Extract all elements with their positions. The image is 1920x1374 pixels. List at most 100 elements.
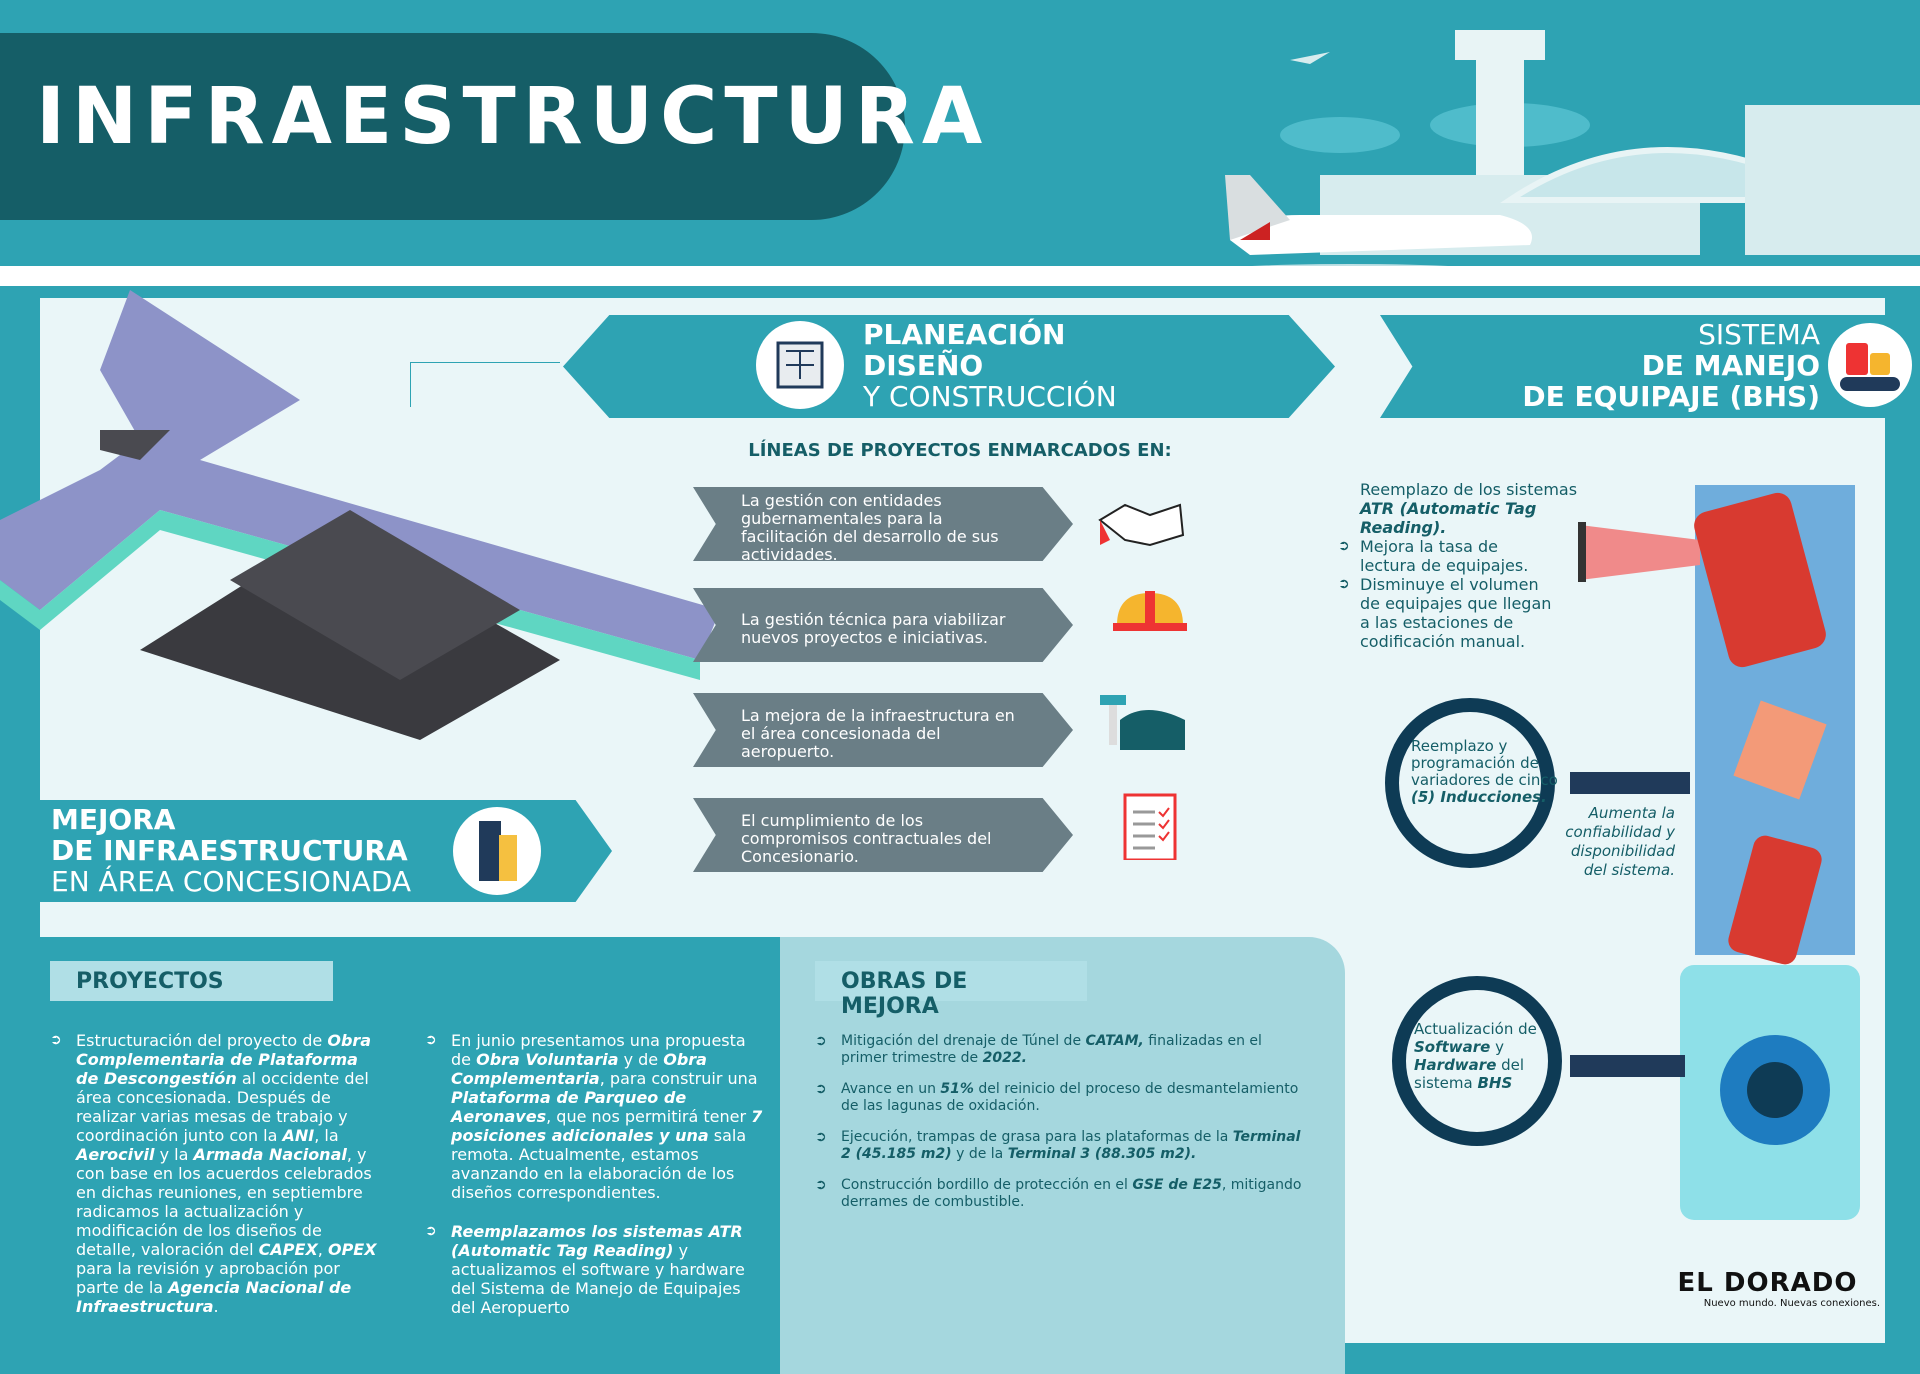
- hard-hat-icon: [1113, 591, 1187, 631]
- text-segment: Ejecución, trampas de grasa para las pla…: [841, 1129, 1233, 1145]
- emphasis-text: Agencia Nacional de Infraestructura: [76, 1278, 352, 1316]
- title-pill: [0, 33, 905, 220]
- text-segment: , y con base en los acuerdos celebrados …: [76, 1145, 372, 1259]
- emphasis-text: BHS: [1477, 1074, 1513, 1092]
- emphasis-text: 51%: [940, 1081, 974, 1097]
- linea-item: El cumplimiento de los compromisos contr…: [693, 798, 1073, 872]
- lineas-title: LÍNEAS DE PROYECTOS ENMARCADOS EN:: [748, 440, 1172, 461]
- emphasis-text: Obra Complementaria de Plataforma de Des…: [76, 1031, 372, 1088]
- atr-bullet: Mejora la tasa de lectura de equipajes.: [1338, 537, 1558, 575]
- text-segment: Construcción bordillo de protección en e…: [841, 1177, 1133, 1193]
- linea-item: La gestión técnica para viabilizar nuevo…: [693, 588, 1073, 662]
- emphasis-text: Terminal 2 (45.185 m2): [841, 1129, 1301, 1162]
- obras-section: OBRAS DE MEJORA Mitigación del drenaje d…: [780, 937, 1345, 1374]
- mejora-banner: MEJORA DE INFRAESTRUCTURA EN ÁREA CONCES…: [5, 800, 612, 902]
- plan-line1: PLANEACIÓN: [863, 318, 1066, 351]
- emphasis-text: Hardware: [1414, 1056, 1497, 1074]
- text-segment: .: [213, 1297, 219, 1316]
- emphasis-text: ANI: [282, 1126, 315, 1145]
- proyecto-item: En junio presentamos una propuesta de Ob…: [425, 1031, 765, 1202]
- mejora-line1: MEJORA: [51, 803, 176, 836]
- emphasis-text: 2022.: [982, 1049, 1027, 1066]
- emphasis-text: Aerocivil: [76, 1145, 155, 1164]
- bhs-conveyor-illustration: [1570, 485, 1860, 1220]
- blueprint-icon: [756, 321, 844, 409]
- emphasis-text: 7 posiciones adicionales y una: [451, 1107, 763, 1145]
- emphasis-text: Armada Nacional: [193, 1145, 347, 1164]
- emphasis-text: GSE de E25: [1132, 1177, 1222, 1193]
- mejora-line2: DE INFRAESTRUCTURA: [51, 834, 408, 867]
- obras-label: OBRAS DE MEJORA: [815, 961, 1087, 1019]
- connector-line: [410, 362, 560, 363]
- page-title: INFRAESTRUCTURA: [36, 72, 990, 162]
- bhs-line3: DE EQUIPAJE (BHS): [1522, 380, 1820, 413]
- emphasis-text: Obra Voluntaria: [476, 1050, 619, 1069]
- proyecto-item: Estructuración del proyecto de Obra Comp…: [50, 1031, 380, 1316]
- text-segment: ,: [317, 1240, 328, 1259]
- text-segment: , que nos permitirá tener: [546, 1107, 752, 1126]
- proyecto-item: Reemplazamos los sistemas ATR (Automatic…: [425, 1222, 765, 1317]
- text-segment: y de: [618, 1050, 664, 1069]
- airport-building-icon: [1100, 695, 1185, 750]
- text-segment: y de la: [951, 1145, 1008, 1162]
- emphasis-text: CAPEX: [258, 1240, 318, 1259]
- divider: [0, 266, 1920, 286]
- linea-text: El cumplimiento de los compromisos contr…: [741, 811, 992, 866]
- emphasis-text: (5) Inducciones.: [1411, 788, 1547, 806]
- text-segment: Reemplazo y programación de variadores d…: [1411, 737, 1558, 789]
- emphasis-text: CATAM,: [1085, 1033, 1144, 1049]
- text-segment: del sistema: [1414, 1056, 1525, 1092]
- text-segment: Mitigación del drenaje de Túnel de: [841, 1033, 1086, 1049]
- emphasis-text: OPEX: [327, 1240, 377, 1259]
- building-icon: [453, 807, 541, 895]
- connector-line: [410, 362, 411, 407]
- linea-text: La gestión con entidades gubernamentales…: [741, 491, 999, 564]
- bhs-line2: DE MANEJO: [1641, 349, 1820, 382]
- software-text: Actualización de Software y Hardware del…: [1414, 1020, 1559, 1092]
- obra-item: Ejecución, trampas de grasa para las pla…: [815, 1129, 1305, 1162]
- bhs-banner: SISTEMA DE MANEJO DE EQUIPAJE (BHS): [1380, 315, 1920, 418]
- emphasis-text: Reemplazamos los sistemas ATR (Automatic…: [451, 1222, 743, 1260]
- luggage-conveyor-icon: [1828, 323, 1912, 407]
- text-segment: finalizadas en el primer trimestre de: [841, 1033, 1262, 1066]
- text-segment: Estructuración del proyecto de: [76, 1031, 328, 1050]
- text-segment: , la: [314, 1126, 339, 1145]
- header-band: [0, 0, 1920, 280]
- mejora-line3: EN ÁREA CONCESIONADA: [51, 865, 412, 898]
- emphasis-text: ATR (Automatic Tag Reading).: [1360, 499, 1537, 537]
- obra-item: Mitigación del drenaje de Túnel de CATAM…: [815, 1033, 1305, 1066]
- emphasis-text: Plataforma de Parqueo de Aeronaves: [451, 1088, 687, 1126]
- logo-brand: EL DORADO: [1677, 1268, 1858, 1298]
- text-segment: Avance en un: [841, 1081, 941, 1097]
- variadores-text: Reemplazo y programación de variadores d…: [1411, 738, 1561, 806]
- clipboard-checklist-icon: [1123, 793, 1177, 860]
- planeacion-banner: PLANEACIÓN DISEÑO Y CONSTRUCCIÓN: [563, 315, 1335, 418]
- plan-line2: DISEÑO: [863, 349, 984, 382]
- linea-text: La gestión técnica para viabilizar nuevo…: [741, 610, 1006, 647]
- handshake-icon: [1098, 503, 1185, 547]
- bhs-line1: SISTEMA: [1698, 318, 1820, 351]
- linea-item: La gestión con entidades gubernamentales…: [693, 487, 1073, 561]
- emphasis-text: Obra Complementaria: [451, 1050, 707, 1088]
- aumenta-text: Aumenta la confiabilidad y disponibilida…: [1565, 804, 1675, 879]
- text-segment: y actualizamos el software y hardware de…: [451, 1241, 745, 1317]
- text-segment: al occidente del área concesionada. Desp…: [76, 1069, 369, 1145]
- text-segment: y la: [154, 1145, 194, 1164]
- text-segment: del reinicio del proceso de desmantelami…: [841, 1081, 1299, 1114]
- text-segment: y: [1490, 1038, 1505, 1056]
- airport-illustration: [1210, 30, 1920, 280]
- text-segment: sala remota. Actualmente, estamos avanza…: [451, 1126, 747, 1202]
- proyectos-section: PROYECTOS Estructuración del proyecto de…: [0, 937, 780, 1374]
- linea-text: La mejora de la infraestructura en el ár…: [741, 706, 1015, 761]
- text-segment: , mitigando derrames de combustible.: [841, 1177, 1302, 1210]
- plan-line3: Y CONSTRUCCIÓN: [863, 380, 1117, 413]
- text-segment: En junio presentamos una propuesta de: [451, 1031, 746, 1069]
- emphasis-text: Terminal 3 (88.305 m2).: [1007, 1145, 1197, 1162]
- airport-isometric-map: [0, 290, 720, 740]
- text-segment: para la revisión y aprobación por parte …: [76, 1259, 340, 1297]
- atr-bullet: Disminuye el volumen de equipajes que ll…: [1338, 575, 1558, 651]
- obra-item: Construcción bordillo de protección en e…: [815, 1177, 1305, 1210]
- text-segment: Actualización de: [1414, 1020, 1537, 1038]
- linea-item: La mejora de la infraestructura en el ár…: [693, 693, 1073, 767]
- obra-item: Avance en un 51% del reinicio del proces…: [815, 1081, 1305, 1114]
